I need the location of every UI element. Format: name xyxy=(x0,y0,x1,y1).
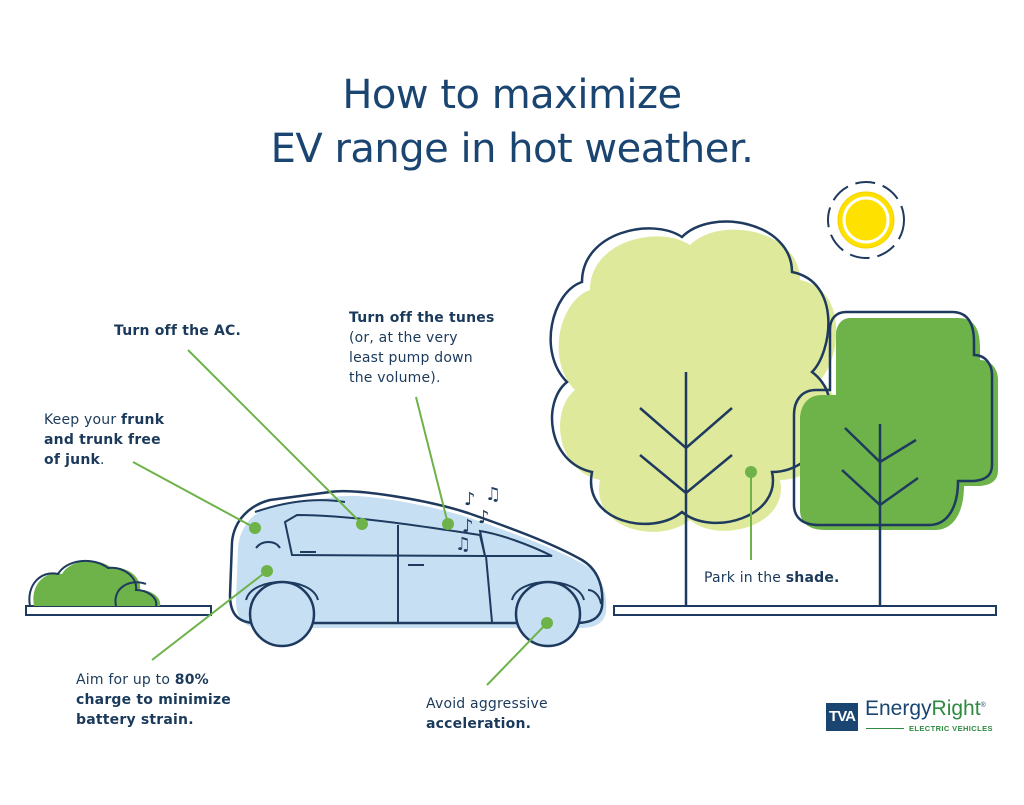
subtitle-text: ELECTRIC VEHICLES xyxy=(909,724,993,733)
svg-text:♪: ♪ xyxy=(462,516,474,537)
svg-text:♫: ♫ xyxy=(455,534,471,555)
callout-lines xyxy=(132,349,757,686)
tip-acceleration-plain: Avoid aggressive xyxy=(426,696,548,712)
tip-frunk-bold-1: frunk xyxy=(120,412,165,428)
registered-mark: ® xyxy=(980,702,986,709)
tip-shade-plain: Park in the xyxy=(704,570,786,586)
tip-tunes-line-4: the volume). xyxy=(349,370,441,386)
tip-charge: Aim for up to 80% charge to minimize bat… xyxy=(76,670,231,730)
brand-name: EnergyRight® xyxy=(865,697,986,721)
tip-acceleration: Avoid aggressive acceleration. xyxy=(426,694,548,734)
brand-part-2: Right xyxy=(931,697,981,720)
tip-tunes-line-3: least pump down xyxy=(349,350,473,366)
brand-subtitle: ELECTRIC VEHICLES xyxy=(866,724,993,734)
energyright-logo: TVA EnergyRight® ELECTRIC VEHICLES xyxy=(826,697,996,737)
svg-text:♪: ♪ xyxy=(478,507,490,528)
tip-tunes-line-2: (or, at the very xyxy=(349,330,458,346)
page-title-line-2: EV range in hot weather. xyxy=(270,126,754,172)
sun-icon xyxy=(827,181,905,259)
tip-frunk-bold-3: of junk xyxy=(44,452,101,468)
tree-icon xyxy=(792,310,998,606)
tva-logo-mark: TVA xyxy=(826,703,858,731)
subtitle-rule xyxy=(866,728,904,729)
tip-frunk-plain: Keep your xyxy=(44,412,121,428)
tip-frunk-bold-2: and trunk free xyxy=(44,432,161,448)
tip-tunes-heading: Turn off the tunes xyxy=(349,310,495,326)
tip-ac: Turn off the AC. xyxy=(114,321,241,341)
tip-shade-bold: shade. xyxy=(785,570,840,586)
tip-charge-plain: Aim for up to xyxy=(76,672,175,688)
tip-acceleration-bold: acceleration. xyxy=(426,716,532,732)
car-icon xyxy=(228,490,607,648)
tip-charge-bold-2: charge to minimize xyxy=(76,692,231,708)
tip-charge-percent: 80% xyxy=(174,672,209,688)
svg-text:♫: ♫ xyxy=(485,484,501,505)
music-note-icon: ♪ ♫ ♪ ♪ ♫ xyxy=(455,484,501,555)
tip-frunk: Keep your frunk and trunk free of junk. xyxy=(44,410,164,470)
page-title-line-1: How to maximize xyxy=(342,72,682,118)
tip-charge-bold-3: battery strain. xyxy=(76,712,194,728)
tree-icon xyxy=(549,220,839,606)
tip-shade: Park in the shade. xyxy=(704,568,840,588)
bush-icon xyxy=(28,559,161,607)
svg-text:♪: ♪ xyxy=(464,489,476,510)
brand-part-1: Energy xyxy=(865,697,932,720)
tip-ac-label: Turn off the AC. xyxy=(114,323,242,339)
tip-frunk-period: . xyxy=(100,452,105,468)
tip-tunes: Turn off the tunes (or, at the very leas… xyxy=(349,308,494,388)
